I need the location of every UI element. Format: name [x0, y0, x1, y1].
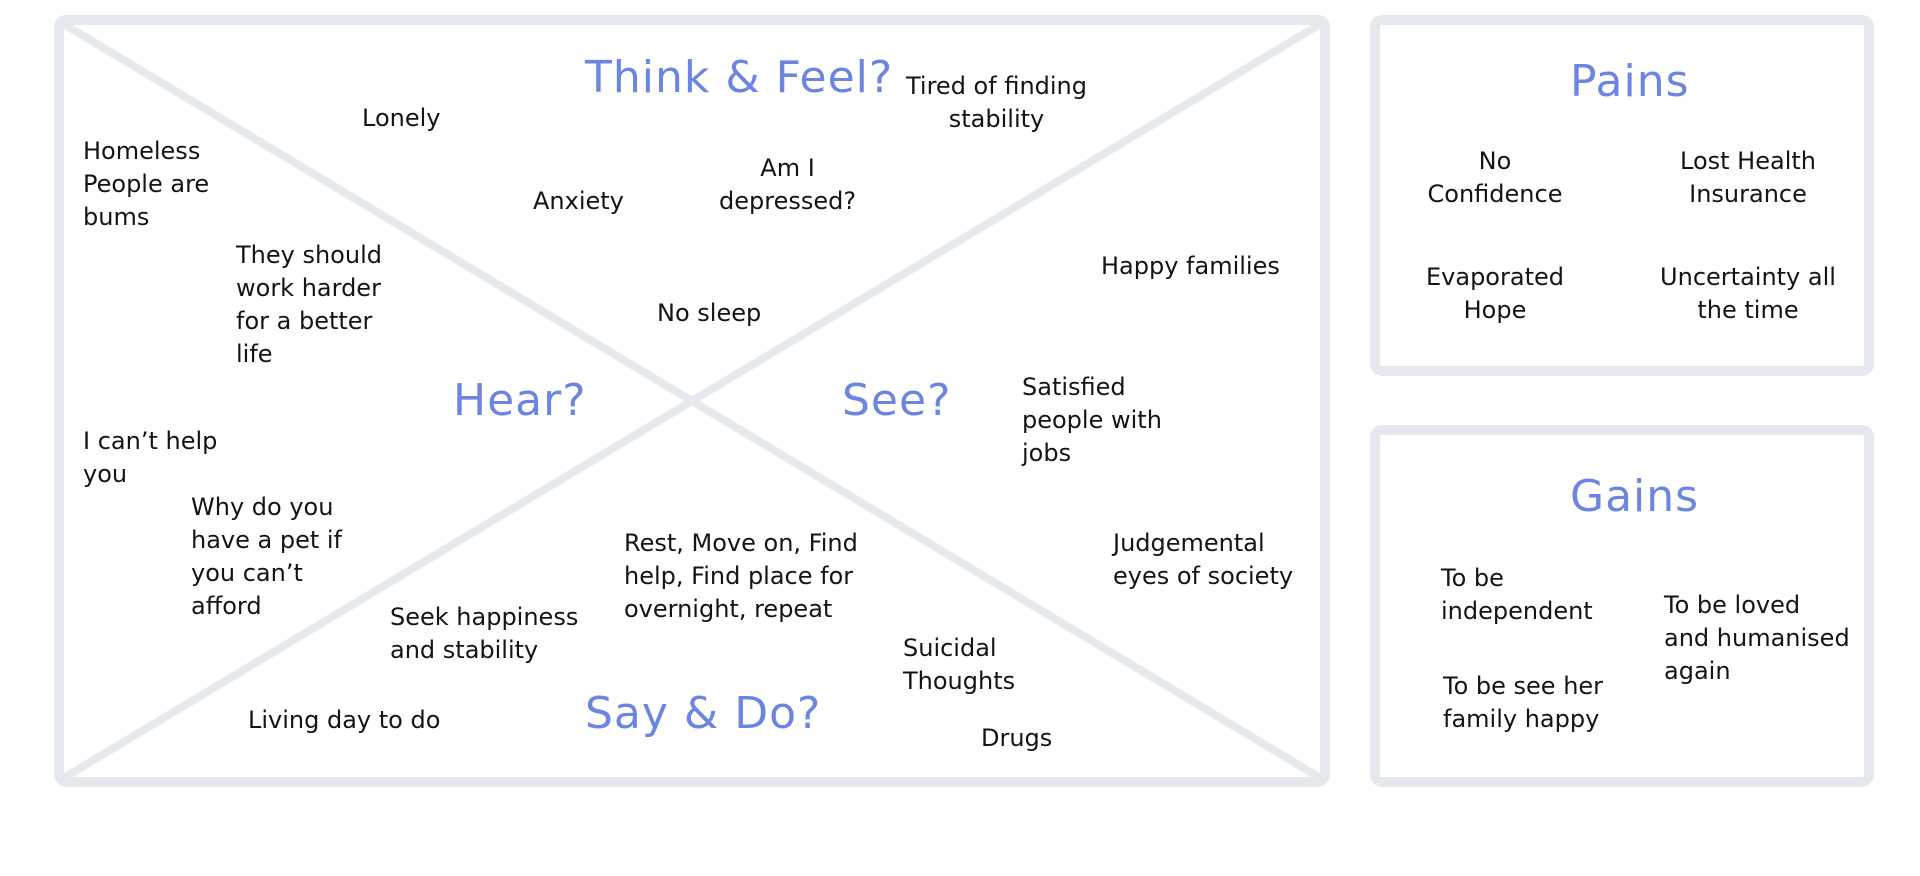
- pains-item-evaporated-hope: Evaporated Hope: [1426, 263, 1564, 324]
- pains-item-uncertainty: Uncertainty all the time: [1660, 263, 1836, 324]
- gains-item-loved-humanised: To be loved and humanised again: [1664, 591, 1850, 685]
- gains-item-family-happy: To be see her family happy: [1443, 672, 1604, 733]
- note-rest-move-on: Rest, Move on, Find help, Find place for…: [624, 529, 858, 623]
- note-anxiety: Anxiety: [533, 187, 624, 215]
- note-seek-happiness: Seek happiness and stability: [390, 603, 579, 664]
- note-no-sleep: No sleep: [657, 299, 762, 327]
- pains-panel: [1370, 15, 1874, 376]
- note-satisfied-people: Satisfied people with jobs: [1022, 373, 1162, 467]
- note-lonely: Lonely: [362, 104, 441, 132]
- note-happy-families: Happy families: [1101, 252, 1280, 280]
- note-why-pet: Why do you have a pet if you can’t affor…: [191, 493, 343, 620]
- pains-item-lost-health-insurance: Lost Health Insurance: [1680, 147, 1816, 208]
- note-cant-help-you: I can’t help you: [83, 427, 218, 488]
- pains-title: Pains: [1570, 56, 1690, 107]
- note-living-day-to-do: Living day to do: [248, 706, 441, 734]
- pains-item-no-confidence: No Confidence: [1427, 147, 1563, 208]
- empathy-map-frame: [54, 15, 1330, 787]
- empathy-map-diagonals: [58, 19, 1326, 783]
- heading-hear: Hear?: [453, 375, 587, 426]
- note-suicidal-thoughts: Suicidal Thoughts: [903, 634, 1016, 695]
- gains-panel: [1370, 425, 1874, 787]
- gains-title: Gains: [1570, 471, 1700, 522]
- note-drugs: Drugs: [981, 724, 1053, 752]
- heading-think-feel: Think & Feel?: [585, 52, 894, 103]
- note-tired-of-stability: Tired of finding stability: [906, 72, 1087, 133]
- gains-item-independent: To be independent: [1441, 564, 1593, 625]
- note-work-harder: They should work harder for a better lif…: [236, 241, 382, 368]
- note-judgemental-eyes: Judgemental eyes of society: [1113, 529, 1294, 590]
- note-am-i-depressed: Am I depressed?: [719, 154, 857, 215]
- heading-see: See?: [842, 375, 952, 426]
- note-homeless-bums: Homeless People are bums: [83, 137, 210, 231]
- heading-say-do: Say & Do?: [585, 688, 822, 739]
